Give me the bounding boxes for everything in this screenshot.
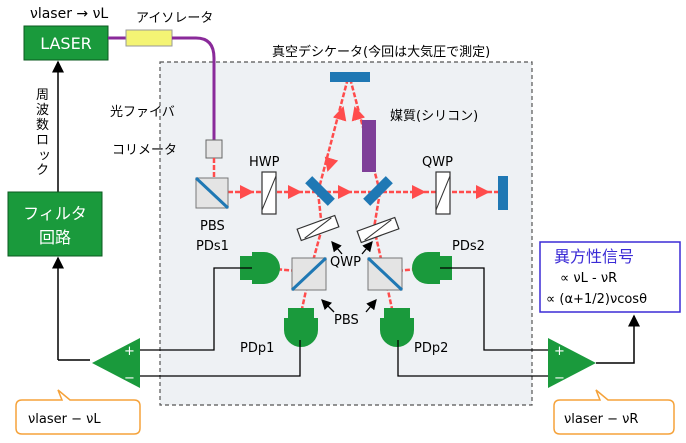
left-amp-plus: + xyxy=(124,344,135,359)
pds2-detector xyxy=(412,252,452,284)
center-right-splitter xyxy=(363,176,393,206)
right-output-callout: νlaser − νR xyxy=(553,389,675,435)
laser-label: LASER xyxy=(40,34,92,53)
pbs-pointer-left xyxy=(321,299,335,313)
pdp2-detector xyxy=(380,308,414,347)
svg-text:ロ: ロ xyxy=(36,133,49,148)
filter-label-1: フィルタ xyxy=(23,204,87,223)
svg-text:数: 数 xyxy=(36,118,49,133)
svg-text:波: 波 xyxy=(36,103,49,118)
frequency-lock-label: 周 波 数 ロ ッ ク xyxy=(36,88,51,178)
qwp-pointer-right xyxy=(361,241,373,255)
pds1-label: PDs1 xyxy=(196,239,229,254)
optical-fiber xyxy=(172,36,216,140)
qwp-center-left xyxy=(296,214,340,242)
silicon-medium xyxy=(362,120,376,172)
qwp-right-plate xyxy=(435,171,451,215)
right-amp-plus: + xyxy=(554,344,565,359)
filter-label-2: 回路 xyxy=(39,228,71,247)
vacuum-chamber-label: 真空デシケータ(今回は大気圧で測定) xyxy=(272,44,490,60)
right-amp-output xyxy=(596,314,640,364)
right-end-mirror xyxy=(498,176,508,210)
top-mirror xyxy=(330,72,370,82)
anisotropy-line-1: ∝ νL - νR xyxy=(560,271,617,286)
medium-label: 媒質(シリコン) xyxy=(390,109,478,124)
anisotropy-signal-box xyxy=(539,241,681,313)
svg-text:ッ: ッ xyxy=(38,148,51,163)
left-output-callout: νlaser − νL xyxy=(15,389,141,435)
svg-text:周: 周 xyxy=(36,88,49,103)
pdp2-label: PDp2 xyxy=(414,341,448,356)
svg-text:ク: ク xyxy=(36,163,49,178)
collimator-box xyxy=(205,139,223,159)
laser-box xyxy=(23,25,109,61)
left-output-label: νlaser − νL xyxy=(28,412,101,427)
fiber-label: 光ファイバ xyxy=(110,105,175,120)
collimator-label: コリメータ xyxy=(112,143,177,158)
right-differential-amp xyxy=(548,338,596,388)
left-differential-amp xyxy=(92,338,140,388)
center-left-splitter xyxy=(305,176,335,206)
right-output-label: νlaser − νR xyxy=(564,412,638,427)
top-formula: νlaser → νL xyxy=(30,6,108,22)
isolator-label: アイソレータ xyxy=(136,11,213,26)
pbs-main-cube xyxy=(194,176,230,210)
pbs-lower-right-cube xyxy=(366,256,404,292)
anisotropy-line-2: ∝ (α+1/2)νcosθ xyxy=(546,292,647,307)
pdp1-label: PDp1 xyxy=(240,341,274,356)
left-amp-minus: − xyxy=(124,371,135,386)
hwp-label: HWP xyxy=(249,155,280,170)
right-amp-minus: − xyxy=(554,371,565,386)
pbs-lower-label: PBS xyxy=(334,313,359,328)
qwp-pointer-left xyxy=(331,241,343,255)
anisotropy-title: 異方性信号 xyxy=(554,247,634,266)
pds1-detector xyxy=(240,252,280,284)
qwp-center-right xyxy=(356,216,400,244)
filter-circuit-box xyxy=(7,191,103,257)
pbs-lower-left-cube xyxy=(290,256,328,292)
pdp1-detector xyxy=(284,308,318,347)
hwp-plate xyxy=(261,171,277,215)
qwp-center-label: QWP xyxy=(330,255,361,270)
signal-wires xyxy=(136,267,556,377)
pds2-label: PDs2 xyxy=(452,239,485,254)
isolator-box xyxy=(125,29,173,47)
pbs-main-label: PBS xyxy=(200,219,225,234)
pbs-pointer-right xyxy=(365,299,377,313)
qwp-right-label: QWP xyxy=(422,155,453,170)
